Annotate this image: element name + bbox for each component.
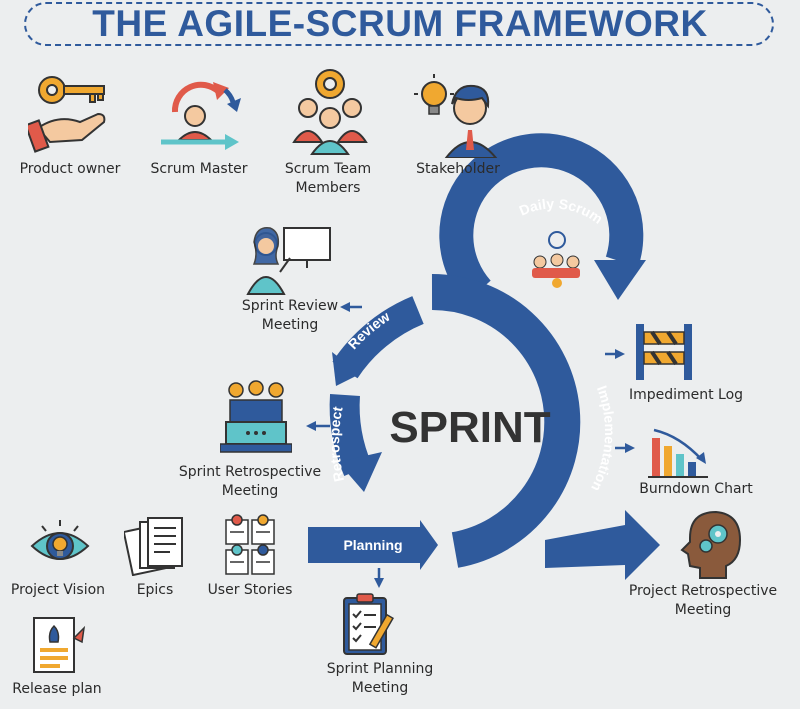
- user-stories-icon: [225, 514, 275, 575]
- review-arrowhead: [332, 352, 360, 386]
- sprint-retrospective-icon: [220, 380, 292, 453]
- release-plan-label: Release plan: [12, 681, 102, 697]
- retrospect-arrowhead: [338, 452, 382, 492]
- burndown-chart-label: Burndown Chart: [639, 481, 753, 497]
- project-vision-label: Project Vision: [10, 582, 106, 598]
- sprint-retro-label-line1: Sprint Retrospective: [178, 464, 322, 480]
- sprint-review-label-line2: Meeting: [261, 317, 319, 333]
- sprint-review-label-line1: Sprint Review: [241, 298, 339, 314]
- key-hand-icon: [28, 76, 106, 153]
- pointer-arrow-retro: [306, 421, 330, 431]
- pointer-arrow-review: [340, 302, 362, 312]
- stakeholder-icon: [414, 74, 498, 158]
- project-retro-label-line2: Meeting: [674, 602, 732, 618]
- review-arc: [332, 296, 425, 379]
- project-retrospective-icon: [680, 510, 742, 579]
- project-retro-arrow: [545, 510, 660, 580]
- sprint-planning-icon: [343, 593, 394, 655]
- scrum-team-icon: [292, 69, 368, 155]
- implementation-label: Implementation: [588, 383, 618, 494]
- sprint-center-label: SPRINT: [389, 403, 550, 452]
- title-frame: [24, 2, 774, 46]
- implementation-arc: [431, 273, 581, 568]
- daily-scrum-label: Daily Scrum: [517, 195, 606, 226]
- scrum-master-label: Scrum Master: [150, 161, 248, 177]
- project-vision-icon: [30, 520, 90, 560]
- planning-arrow: [308, 520, 438, 570]
- sprint-review-icon: [246, 227, 331, 295]
- pointer-arrow-impediment: [605, 349, 625, 359]
- page-title: THE AGILE-SCRUM FRAMEWORK: [92, 3, 708, 44]
- impediment-log-icon: [636, 324, 692, 380]
- planning-label: Planning: [343, 537, 402, 553]
- pointer-arrow-planning: [374, 568, 384, 588]
- daily-scrum-arrowhead: [594, 260, 646, 300]
- epics-icon: [124, 517, 183, 576]
- sprint-retro-label-line2: Meeting: [221, 483, 279, 499]
- product-owner-label: Product owner: [19, 161, 121, 177]
- user-stories-label: User Stories: [207, 582, 293, 598]
- scrum-team-label-line1: Scrum Team: [284, 161, 372, 177]
- burndown-chart-icon: [648, 428, 708, 478]
- stakeholder-label: Stakeholder: [416, 161, 500, 177]
- scrum-master-icon: [161, 81, 241, 150]
- impediment-log-label: Impediment Log: [628, 387, 744, 403]
- release-plan-icon: [33, 617, 86, 673]
- sprint-planning-label-line1: Sprint Planning: [326, 661, 434, 677]
- scrum-team-label-line2: Members: [295, 180, 361, 196]
- pointer-arrow-burndown: [615, 443, 635, 453]
- retrospect-label: Retrospect: [326, 405, 347, 483]
- daily-scrum-team-icon: [532, 231, 580, 288]
- epics-label: Epics: [136, 582, 174, 598]
- sprint-planning-label-line2: Meeting: [351, 680, 409, 696]
- project-retro-label-line1: Project Retrospective: [628, 583, 778, 599]
- daily-scrum-arc: [439, 133, 644, 304]
